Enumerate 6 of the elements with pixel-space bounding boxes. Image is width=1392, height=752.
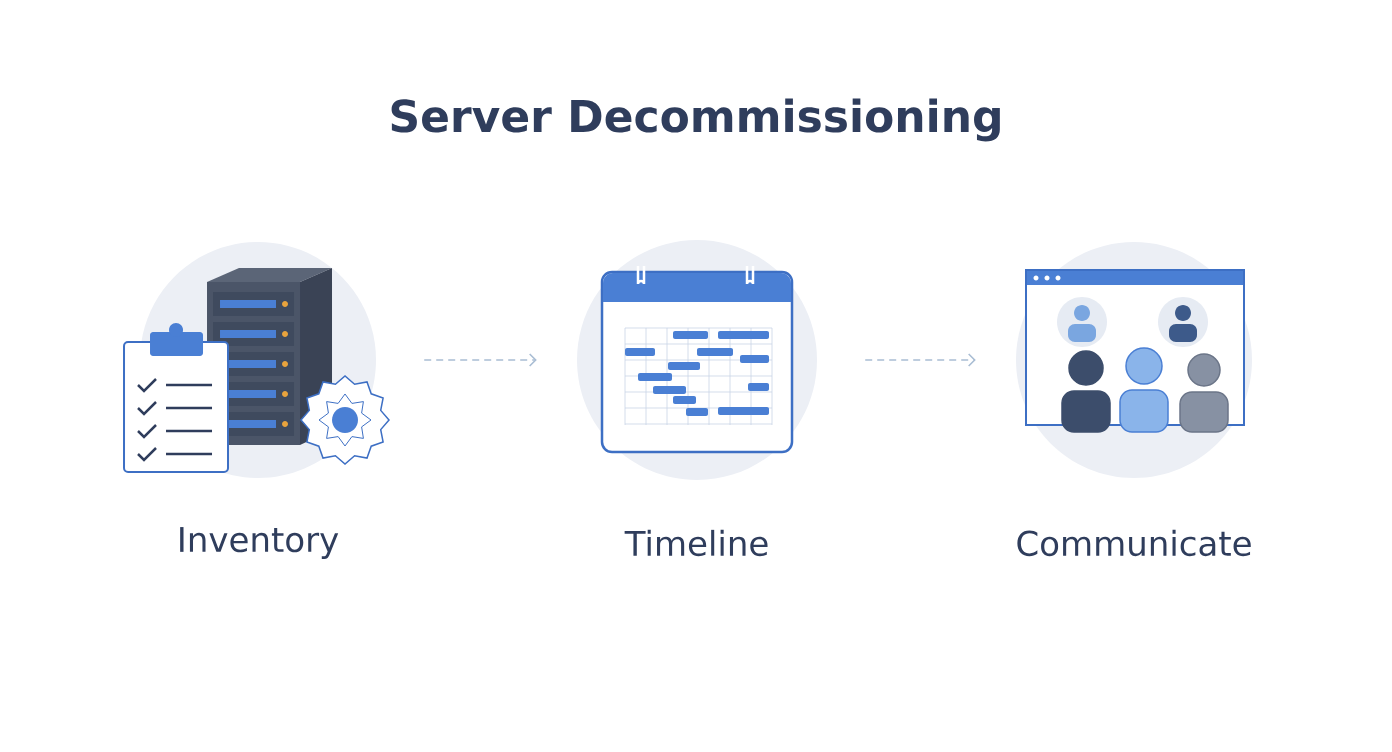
step-label: Communicate [1017,529,1251,557]
arrow [864,353,976,367]
title: Server Decommissioning [391,98,1000,142]
step-label: Timeline [624,529,768,557]
step-label: Inventory [180,527,339,559]
arrow [423,353,537,367]
